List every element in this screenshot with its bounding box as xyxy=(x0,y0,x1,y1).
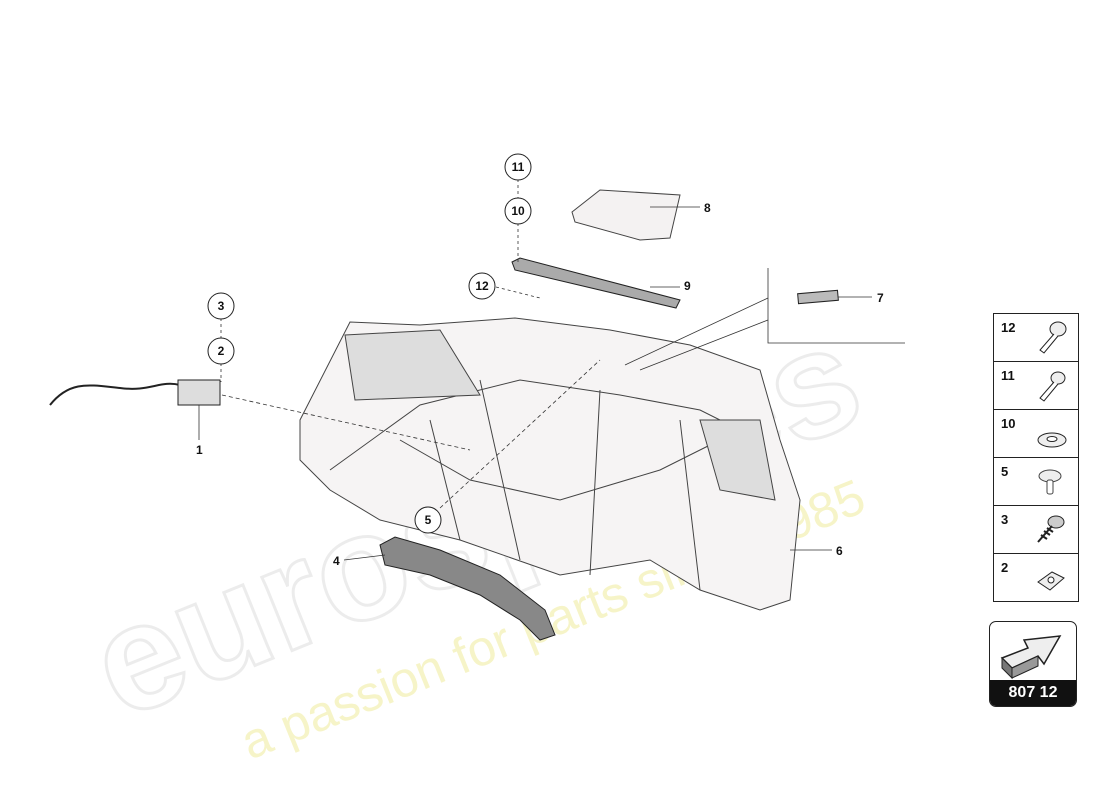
callout-5: 5 xyxy=(414,506,442,534)
bracket-part-9 xyxy=(511,257,681,309)
callout-11: 11 xyxy=(504,153,532,181)
sensor-part-1 xyxy=(49,379,221,406)
callout-3: 3 xyxy=(207,292,235,320)
label-6: 6 xyxy=(836,544,843,558)
label-9: 9 xyxy=(684,279,691,293)
svg-text:3: 3 xyxy=(218,299,225,313)
svg-text:5: 5 xyxy=(425,513,432,527)
callout-12: 12 xyxy=(468,272,496,300)
label-1: 1 xyxy=(196,443,203,457)
cover-part-8 xyxy=(571,189,681,241)
legend-item-12: 12 xyxy=(994,314,1078,362)
legend-item-10: 10 xyxy=(994,410,1078,458)
view-direction-badge: 807 12 xyxy=(989,621,1077,707)
hardware-legend: 12 11 10 5 3 2 xyxy=(993,313,1079,602)
diagram-code: 807 12 xyxy=(990,680,1076,706)
clip-rivet-icon xyxy=(1038,469,1062,495)
clip-part-7 xyxy=(797,289,839,305)
label-7: 7 xyxy=(877,291,884,305)
label-8: 8 xyxy=(704,201,711,215)
spring-nut-icon xyxy=(1037,571,1065,591)
svg-text:12: 12 xyxy=(475,279,489,293)
legend-item-5: 5 xyxy=(994,458,1078,506)
label-4: 4 xyxy=(333,554,340,568)
callout-2: 2 xyxy=(207,337,235,365)
legend-item-2: 2 xyxy=(994,554,1078,601)
svg-text:10: 10 xyxy=(511,204,525,218)
legend-item-3: 3 xyxy=(994,506,1078,554)
grille-part-4 xyxy=(379,536,556,641)
leader-lines xyxy=(198,179,905,561)
callout-10: 10 xyxy=(504,197,532,225)
rear-bumper-part-6 xyxy=(299,317,801,611)
screw-icon xyxy=(1039,371,1066,402)
svg-text:11: 11 xyxy=(512,160,525,174)
direction-arrow-icon xyxy=(1000,635,1062,680)
self-tapping-screw-icon xyxy=(1037,515,1065,543)
screw-flange-icon xyxy=(1039,321,1067,354)
washer-icon xyxy=(1037,432,1067,448)
svg-text:2: 2 xyxy=(218,344,225,358)
legend-item-11: 11 xyxy=(994,362,1078,410)
